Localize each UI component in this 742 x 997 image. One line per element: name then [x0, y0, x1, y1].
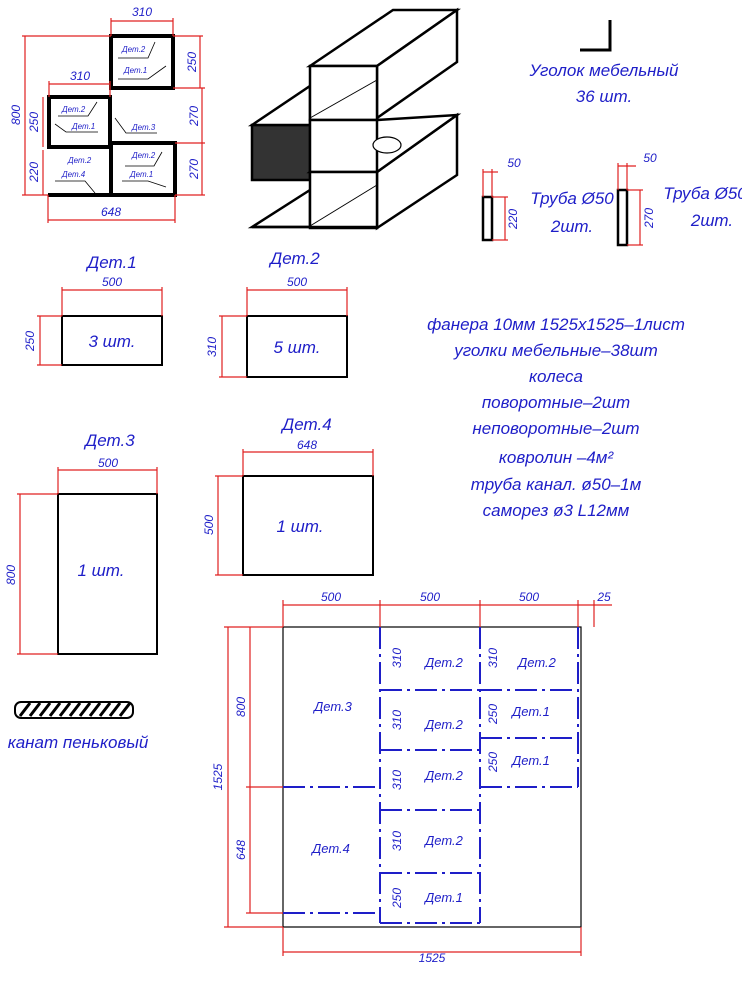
dim: 310 [390, 648, 404, 668]
dim: 500 [98, 456, 118, 470]
sheet-part-label: Дет.3 [312, 699, 353, 714]
dim-width: 648 [101, 205, 121, 219]
sheet-part-label: Дет.2 [423, 655, 464, 670]
dim-r2: 270 [187, 106, 201, 127]
pipe-title: Труба Ø50 [530, 189, 614, 208]
material-item: уголки мебельные–38шт [453, 341, 658, 360]
dim: 310 [486, 648, 500, 668]
label: Дет.2 [61, 105, 86, 114]
dim-mid: 310 [70, 69, 90, 83]
material-item: колеса [529, 367, 583, 386]
dim: 500 [287, 275, 307, 289]
dim: 310 [205, 337, 219, 357]
part-qty: 1 шт. [78, 561, 125, 580]
sheet-part-label: Дет.2 [423, 768, 464, 783]
material-item: труба канал. ø50–1м [471, 475, 642, 494]
label: Дет.2 [121, 45, 146, 54]
dim: 310 [390, 770, 404, 790]
part-label: Дет.3 [83, 431, 135, 450]
dim-250: 250 [27, 112, 41, 133]
sheet-part-label: Дет.1 [423, 890, 463, 905]
materials-list: фанера 10мм 1525x1525–1лист уголки мебел… [427, 315, 685, 520]
material-item: фанера 10мм 1525x1525–1лист [427, 315, 685, 334]
furniture-corner: Уголок мебельный 36 шт. [529, 20, 680, 106]
part-label: Дет.2 [268, 249, 320, 268]
dim: 648 [234, 840, 248, 860]
part-label: Дет.1 [85, 253, 136, 272]
dim: 310 [390, 831, 404, 851]
dim-top: 310 [132, 5, 152, 19]
dim: 1525 [211, 763, 225, 790]
corner-icon [580, 20, 612, 52]
dim: 800 [4, 565, 18, 585]
pipe-qty: 2шт. [550, 217, 593, 236]
material-item: саморез ø3 L12мм [483, 501, 630, 520]
dim: 500 [102, 275, 122, 289]
label: Дет.4 [61, 170, 86, 179]
label: Дет.1 [129, 170, 153, 179]
dim-height: 800 [9, 105, 23, 125]
part-qty: 5 шт. [274, 338, 321, 357]
part-4: Дет.4 648 500 1 шт. [202, 415, 374, 576]
isometric-view [247, 7, 462, 231]
dim-r1: 250 [185, 52, 199, 73]
dim-r3: 270 [187, 159, 201, 180]
pipe-title: Труба Ø50 [663, 184, 742, 203]
sheet-part-label: Дет.1 [510, 704, 550, 719]
material-item: поворотные–2шт [482, 393, 630, 412]
assembly-scheme: 310 310 800 250 220 648 250 270 270 Дет.… [9, 5, 205, 223]
pipe-1: 50 220 Труба Ø50 2шт. [481, 156, 614, 242]
dim: 310 [390, 710, 404, 730]
dim: 50 [507, 156, 521, 170]
dim: 250 [486, 752, 500, 773]
label: Дет.2 [67, 156, 92, 165]
dim: 1525 [419, 951, 446, 965]
dim: 250 [390, 888, 404, 909]
rope-label: канат пеньковый [8, 733, 149, 752]
part-3: Дет.3 500 800 1 шт. [4, 431, 158, 655]
corner-qty: 36 шт. [576, 87, 632, 106]
part-qty: 3 шт. [89, 332, 136, 351]
part-2: Дет.2 500 310 5 шт. [205, 249, 348, 378]
label: Дет.2 [131, 151, 156, 160]
sheet-part-label: Дет.4 [310, 841, 350, 856]
dim: 500 [202, 515, 216, 535]
dim: 250 [23, 331, 37, 352]
part-label: Дет.4 [280, 415, 331, 434]
dim: 500 [321, 590, 341, 604]
material-item: ковролин –4м² [499, 448, 615, 467]
material-item: неповоротные–2шт [472, 419, 639, 438]
dim: 800 [234, 697, 248, 717]
dim: 250 [486, 704, 500, 725]
cutting-plan: 500 500 500 25 1525 800 648 1525 Дет.3 Д… [211, 590, 612, 965]
dim: 270 [642, 208, 656, 229]
dim: 500 [420, 590, 440, 604]
dim: 648 [297, 438, 317, 452]
rope: канат пеньковый [8, 701, 149, 752]
label: Дет.1 [71, 122, 95, 131]
dim: 50 [643, 151, 657, 165]
label: Дет.1 [123, 66, 147, 75]
sheet-part-label: Дет.2 [423, 717, 464, 732]
dim: 500 [519, 590, 539, 604]
pipe-qty: 2шт. [690, 211, 733, 230]
sheet-part-label: Дет.2 [516, 655, 557, 670]
sheet-part-label: Дет.2 [423, 833, 464, 848]
corner-title: Уголок мебельный [529, 61, 680, 80]
part-1: Дет.1 500 250 3 шт. [23, 253, 163, 366]
pipe-2: 50 270 Труба Ø50 2шт. [616, 151, 742, 247]
dim: 25 [596, 590, 611, 604]
part-qty: 1 шт. [277, 517, 324, 536]
sheet-part-label: Дет.1 [510, 753, 550, 768]
label: Дет.3 [131, 123, 156, 132]
dim-220: 220 [27, 162, 41, 183]
dim: 220 [506, 209, 520, 230]
